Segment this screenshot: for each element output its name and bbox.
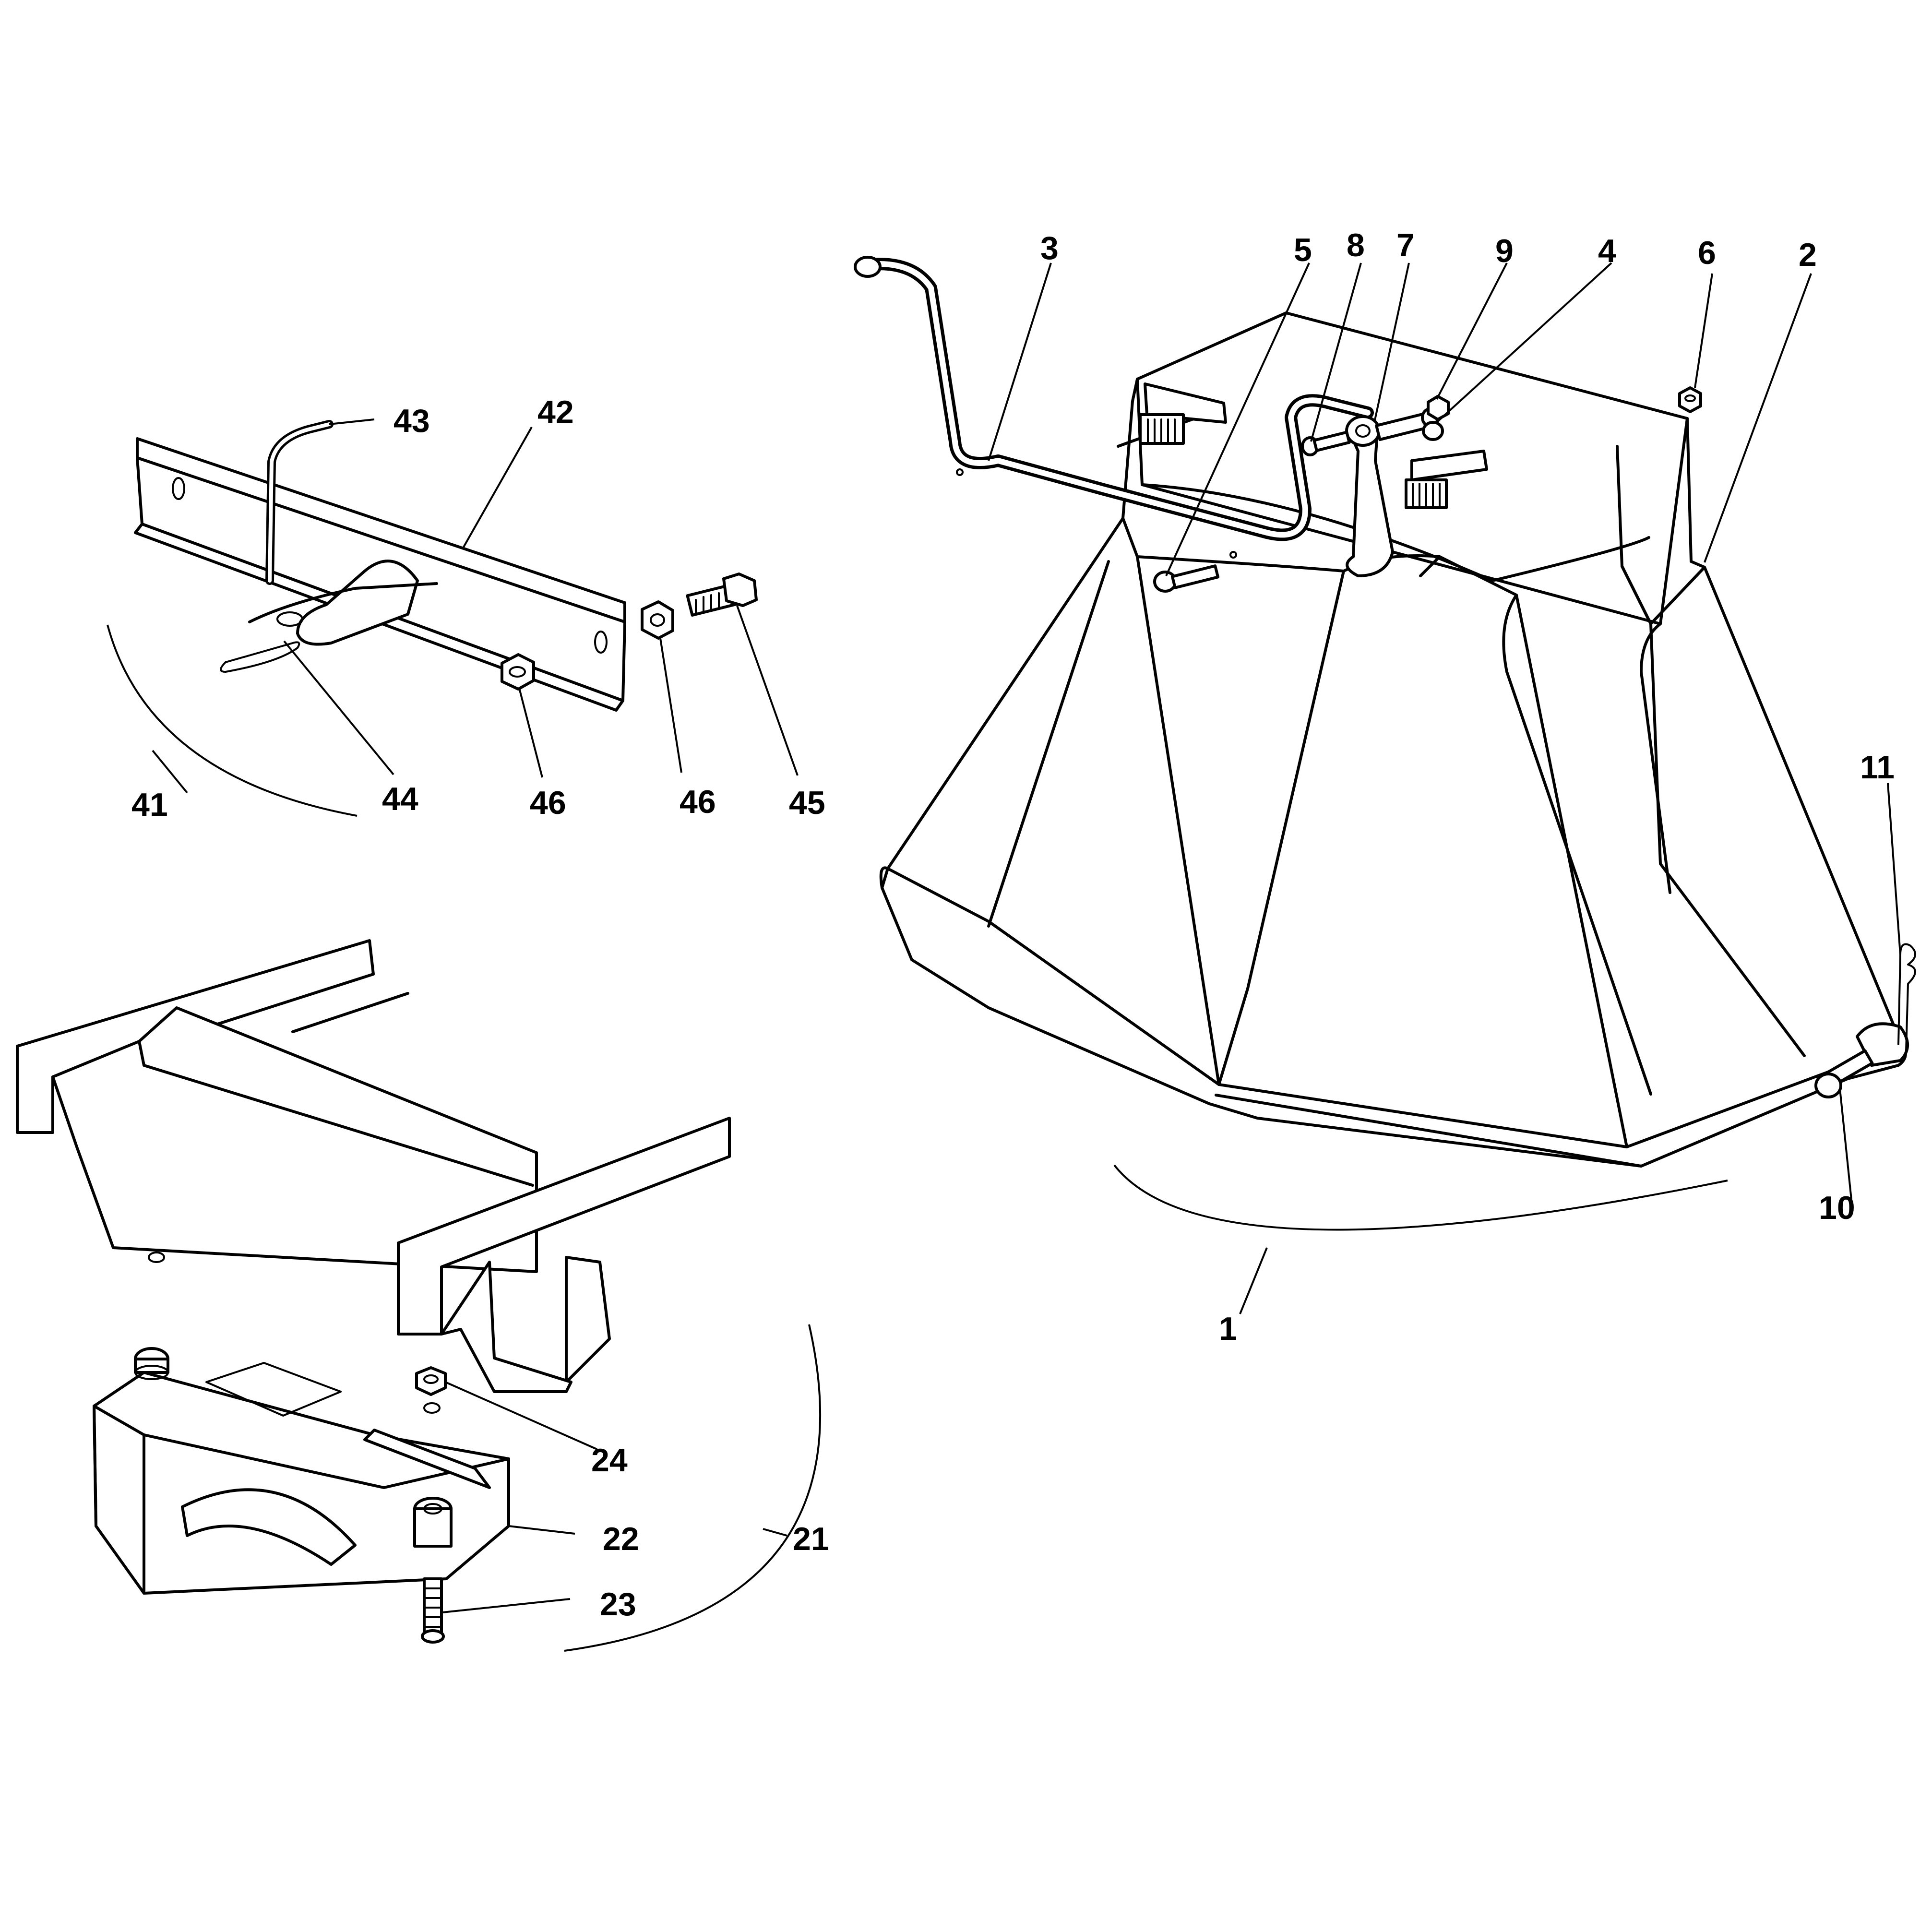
hinge-pin [1814, 1022, 1909, 1098]
hitch-assembly [107, 420, 758, 817]
callout-24: 24 [591, 1442, 628, 1479]
callout-22: 22 [603, 1521, 639, 1557]
callout-23: 23 [600, 1586, 636, 1622]
callout-43: 43 [394, 403, 430, 439]
callout-8: 8 [1347, 227, 1365, 263]
callout-46: 46 [680, 784, 716, 820]
leader-lines [152, 262, 1901, 1613]
callout-11: 11 [1860, 749, 1895, 786]
hopper-assembly [854, 256, 1916, 1231]
assembly-bracket-arc [1113, 1164, 1728, 1231]
latch-bracket [1405, 450, 1488, 509]
weight-block [93, 1347, 510, 1595]
hitch-plate [248, 560, 438, 646]
callout-9: 9 [1495, 233, 1514, 269]
screw [1153, 564, 1220, 593]
hex-nut [641, 600, 674, 640]
callout-41: 41 [131, 787, 168, 823]
callout-labels: 3 5 8 7 9 4 6 2 11 10 1 43 42 41 44 46 4… [131, 227, 1895, 1622]
hopper-handle [854, 256, 1374, 559]
frame [16, 939, 731, 1393]
hex-nut [1678, 386, 1702, 413]
assembly-bracket-arc [564, 1324, 822, 1652]
callout-44: 44 [382, 781, 418, 817]
callout-5: 5 [1294, 232, 1312, 268]
socket-bolt [413, 1497, 453, 1644]
callout-45: 45 [789, 785, 825, 821]
r-clip [220, 641, 300, 673]
latch-bracket [1139, 382, 1227, 445]
callout-3: 3 [1040, 230, 1059, 266]
callout-7: 7 [1396, 227, 1415, 263]
assembly-bracket-arc [107, 624, 358, 817]
weight-assembly [16, 939, 822, 1652]
callout-1: 1 [1219, 1311, 1237, 1347]
callout-46: 46 [530, 785, 566, 821]
r-clip [1897, 943, 1916, 1052]
hex-nut [1427, 395, 1450, 421]
hex-bolt [686, 572, 758, 617]
callout-2: 2 [1799, 237, 1817, 273]
callout-42: 42 [537, 394, 574, 430]
hex-nut [501, 653, 535, 691]
callout-10: 10 [1819, 1190, 1855, 1226]
callout-4: 4 [1598, 233, 1616, 269]
callout-21: 21 [793, 1521, 829, 1557]
washer [1422, 421, 1444, 441]
callout-6: 6 [1698, 235, 1716, 271]
hopper-body [879, 311, 1907, 1168]
hex-nut [415, 1366, 447, 1414]
